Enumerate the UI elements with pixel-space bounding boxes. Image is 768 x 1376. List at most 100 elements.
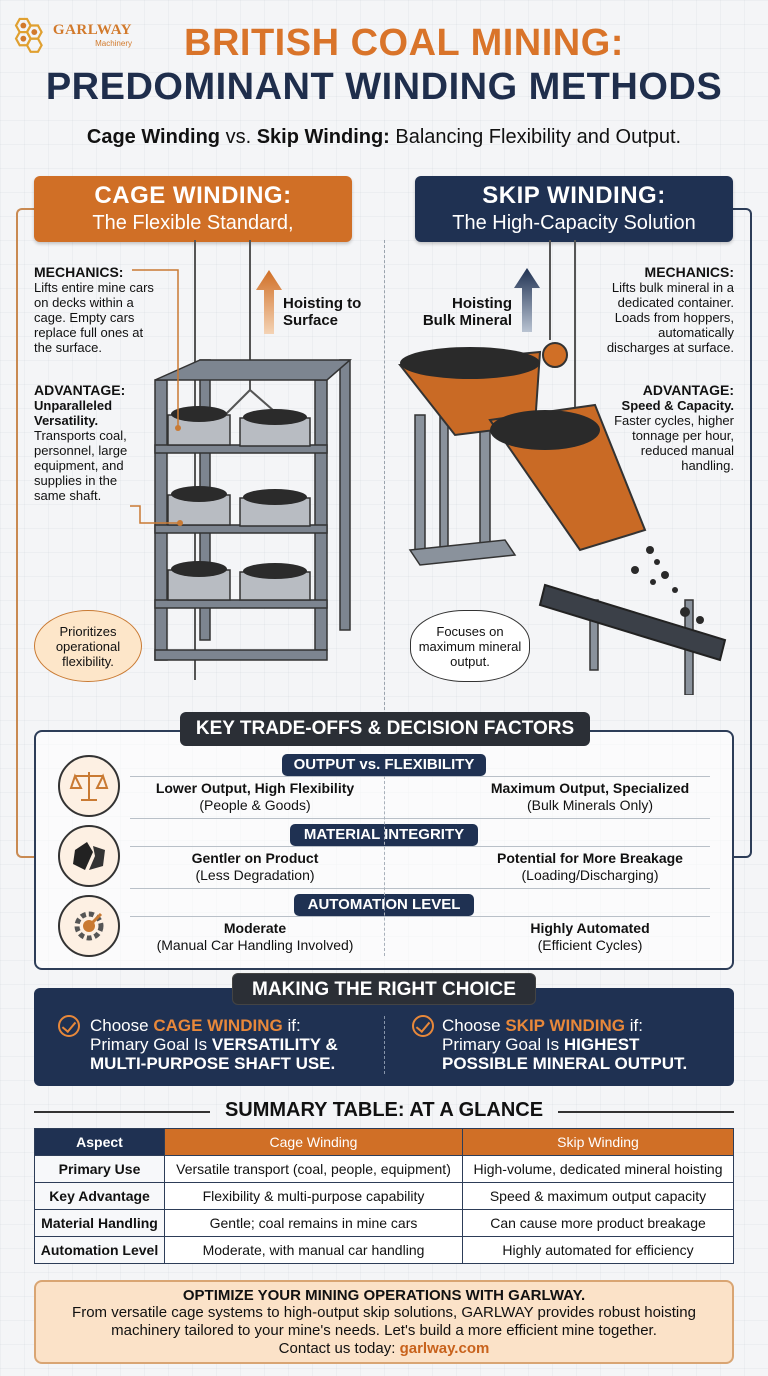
- choice-skip-pre: Choose: [442, 1016, 506, 1035]
- skip-mechanics-label: MECHANICS:: [644, 264, 734, 280]
- tradeoff-automation-right-sub: (Efficient Cycles): [537, 937, 643, 953]
- tradeoffs-title: KEY TRADE-OFFS & DECISION FACTORS: [180, 712, 590, 746]
- summary-title: SUMMARY TABLE: AT A GLANCE: [224, 1099, 544, 1121]
- tradeoff-integrity-left-sub: (Less Degradation): [195, 867, 315, 883]
- summary-col-cage: Cage Winding: [164, 1128, 463, 1156]
- skip-advantage-text: Faster cycles, higher tonnage per hour, …: [614, 413, 734, 473]
- choice-skip: Choose SKIP WINDING if: Primary Goal Is …: [442, 1016, 722, 1073]
- summary-rule-left: [34, 1111, 210, 1113]
- cage-advantage: ADVANTAGE: Unparalleled Versatility. Tra…: [34, 382, 144, 504]
- table-cell: Speed & maximum output capacity: [462, 1182, 734, 1210]
- tradeoff-output-right-sub: (Bulk Minerals Only): [526, 797, 654, 813]
- table-cell: Automation Level: [34, 1236, 165, 1264]
- tradeoff-output-left-bold: Lower Output, High Flexibility: [155, 780, 355, 796]
- skip-frame-line: [732, 208, 752, 858]
- skip-advantage: ADVANTAGE: Speed & Capacity. Faster cycl…: [610, 382, 734, 474]
- cta-contact-pre: Contact us today:: [278, 1340, 400, 1357]
- tradeoff-integrity-right-bold: Potential for More Breakage: [497, 850, 683, 866]
- skip-mechanics-text: Lifts bulk mineral in a dedicated contai…: [606, 280, 734, 355]
- table-cell: Primary Use: [34, 1155, 165, 1183]
- subtitle: Cage Winding vs. Skip Winding: Balancing…: [0, 126, 768, 149]
- choice-skip-goal-pre: Primary Goal Is: [442, 1035, 564, 1054]
- cta-body: From versatile cage systems to high-outp…: [72, 1304, 696, 1339]
- cage-callout-lines: [130, 269, 183, 526]
- choice-cage-goal-pre: Primary Goal Is: [90, 1035, 212, 1054]
- up-arrow-cage-icon: [256, 270, 282, 334]
- skip-illustration: [398, 240, 727, 695]
- cage-advantage-text: Transports coal, personnel, large equipm…: [34, 428, 128, 503]
- summary-col-aspect: Aspect: [34, 1128, 165, 1156]
- summary-rule-right: [558, 1111, 734, 1113]
- cage-header-subtitle: The Flexible Standard,: [92, 212, 294, 234]
- subtitle-skip: Skip Winding:: [256, 126, 390, 148]
- table-cell: Key Advantage: [34, 1182, 165, 1210]
- up-arrow-skip-icon: [514, 268, 540, 332]
- check-icon: [58, 1015, 80, 1037]
- subtitle-rest: Balancing Flexibility and Output.: [389, 126, 682, 148]
- cage-mechanics-text: Lifts entire mine cars on decks within a…: [34, 280, 154, 355]
- skip-advantage-label: ADVANTAGE:: [642, 382, 734, 398]
- table-row: Automation Level Moderate, with manual c…: [34, 1236, 734, 1264]
- choice-cage-key: CAGE WINDING: [153, 1016, 283, 1035]
- tradeoff-automation-left-sub: (Manual Car Handling Involved): [156, 937, 354, 953]
- table-cell: Versatile transport (coal, people, equip…: [164, 1155, 463, 1183]
- tradeoff-integrity-left-bold: Gentler on Product: [191, 850, 319, 866]
- cage-thought-bubble: Prioritizes operational flexibility.: [34, 610, 142, 682]
- skip-advantage-bold: Speed & Capacity.: [621, 398, 734, 413]
- title-line-2: PREDOMINANT WINDING METHODS: [45, 66, 723, 108]
- brand-sub: Machinery: [95, 39, 132, 48]
- gear-robot-icon: [58, 895, 120, 957]
- subtitle-vs: vs.: [220, 126, 257, 148]
- subtitle-cage: Cage Winding: [86, 126, 221, 148]
- choice-skip-key: SKIP WINDING: [505, 1016, 625, 1035]
- tradeoff-integrity-right-sub: (Loading/Discharging): [521, 867, 659, 883]
- row-rule: [130, 916, 710, 917]
- table-cell: Highly automated for efficiency: [462, 1236, 734, 1264]
- table-cell: High-volume, dedicated mineral hoisting: [462, 1155, 734, 1183]
- tradeoff-output-right-bold: Maximum Output, Specialized: [490, 780, 690, 796]
- summary-header-row: Aspect Cage Winding Skip Winding: [34, 1128, 734, 1156]
- cta-contact: Contact us today: garlway.com: [36, 1340, 732, 1358]
- cage-header-title: CAGE WINDING:: [94, 182, 292, 209]
- table-cell: Material Handling: [34, 1209, 165, 1237]
- row-rule: [130, 846, 710, 847]
- cta-panel: OPTIMIZE YOUR MINING OPERATIONS WITH GAR…: [34, 1280, 734, 1364]
- cta-title: OPTIMIZE YOUR MINING OPERATIONS WITH GAR…: [182, 1287, 586, 1304]
- table-row: Primary Use Versatile transport (coal, p…: [34, 1155, 734, 1183]
- table-cell: Can cause more product breakage: [462, 1209, 734, 1237]
- skip-header-title: SKIP WINDING:: [482, 182, 666, 209]
- table-cell: Flexibility & multi-purpose capability: [164, 1182, 463, 1210]
- tradeoff-divider: [384, 776, 385, 956]
- cage-advantage-bold: Unparalleled Versatility.: [34, 398, 113, 428]
- hexagon-logo-icon: [14, 17, 43, 53]
- choice-cage-pre: Choose: [90, 1016, 154, 1035]
- center-divider: [384, 240, 385, 710]
- skip-thought-bubble: Focuses on maximum mineral output.: [410, 610, 530, 682]
- tradeoff-output-left-sub: (People & Goods): [199, 797, 311, 813]
- garlway-logo[interactable]: GARLWAY Machinery: [8, 6, 132, 64]
- skip-header-subtitle: The High-Capacity Solution: [452, 212, 696, 234]
- table-row: Key Advantage Flexibility & multi-purpos…: [34, 1182, 734, 1210]
- cage-mechanics: MECHANICS: Lifts entire mine cars on dec…: [34, 264, 154, 356]
- row-rule: [130, 888, 710, 889]
- choice-skip-post: if:: [624, 1016, 643, 1035]
- cage-arrow-label: Hoisting to Surface: [283, 295, 362, 329]
- choice-cage: Choose CAGE WINDING if: Primary Goal Is …: [90, 1016, 380, 1073]
- skip-header: SKIP WINDING: The High-Capacity Solution: [415, 176, 733, 242]
- cage-header: CAGE WINDING: The Flexible Standard,: [34, 176, 352, 242]
- cage-advantage-label: ADVANTAGE:: [34, 382, 126, 398]
- choice-divider: [384, 1016, 385, 1074]
- table-cell: Moderate, with manual car handling: [164, 1236, 463, 1264]
- cage-frame-line: [16, 208, 36, 858]
- choice-cage-post: if:: [282, 1016, 301, 1035]
- table-cell: Gentle; coal remains in mine cars: [164, 1209, 463, 1237]
- scales-icon: [58, 755, 120, 817]
- choice-title: MAKING THE RIGHT CHOICE: [232, 973, 536, 1005]
- cage-mechanics-label: MECHANICS:: [34, 264, 124, 280]
- row-rule: [130, 818, 710, 819]
- website-link[interactable]: garlway.com: [399, 1340, 490, 1357]
- tradeoff-automation-right-bold: Highly Automated: [530, 920, 650, 936]
- check-icon: [412, 1015, 434, 1037]
- skip-mechanics: MECHANICS: Lifts bulk mineral in a dedic…: [592, 264, 734, 356]
